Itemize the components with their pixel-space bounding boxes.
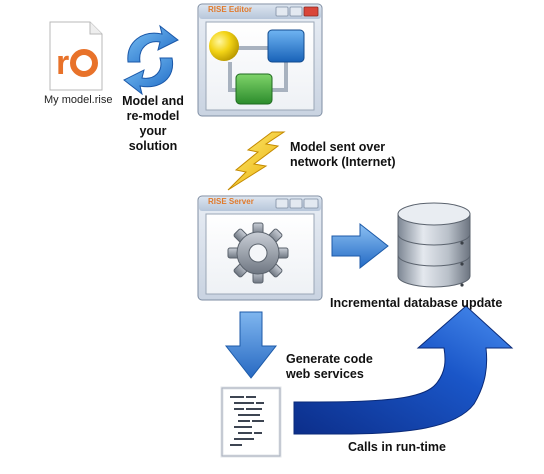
arrow-right-to-db	[331, 222, 389, 270]
codegen-line-1: Generate code	[286, 352, 373, 366]
editor-title-buttons[interactable]	[275, 6, 319, 17]
runtime-caption: Calls in run-time	[348, 440, 446, 454]
database-icon	[397, 202, 471, 288]
remodel-line-2: re-model	[126, 109, 180, 123]
db-update-caption: Incremental database update	[330, 296, 503, 310]
model-node-green	[235, 73, 273, 105]
runtime-calls-arrow	[293, 305, 514, 435]
arrow-down-to-code	[224, 311, 278, 379]
network-line-2: network (Internet)	[290, 155, 396, 169]
codegen-line-2: web services	[286, 367, 364, 381]
network-line-1: Model sent over	[290, 140, 386, 154]
model-node-blue	[267, 29, 305, 63]
lightning-bolt-icon	[227, 131, 286, 191]
server-title: RISE Server	[208, 197, 254, 206]
svg-text:r: r	[56, 44, 69, 82]
rise-file-icon[interactable]: r	[49, 21, 103, 91]
gear-icon	[227, 222, 289, 284]
remodel-line-4: solution	[128, 139, 178, 153]
network-caption: Model sent over network (Internet)	[290, 140, 396, 170]
server-title-buttons[interactable]	[275, 198, 319, 209]
refresh-swirl-icon	[123, 24, 179, 96]
codegen-caption: Generate code web services	[286, 352, 373, 382]
remodel-caption: Model and re-model your solution	[116, 94, 190, 154]
editor-title: RISE Editor	[208, 5, 253, 14]
file-label: My model.rise	[44, 94, 113, 106]
remodel-line-3: your	[139, 124, 167, 138]
code-document-icon	[220, 386, 282, 458]
model-node-yellow	[209, 31, 239, 61]
remodel-line-1: Model and	[122, 94, 184, 108]
